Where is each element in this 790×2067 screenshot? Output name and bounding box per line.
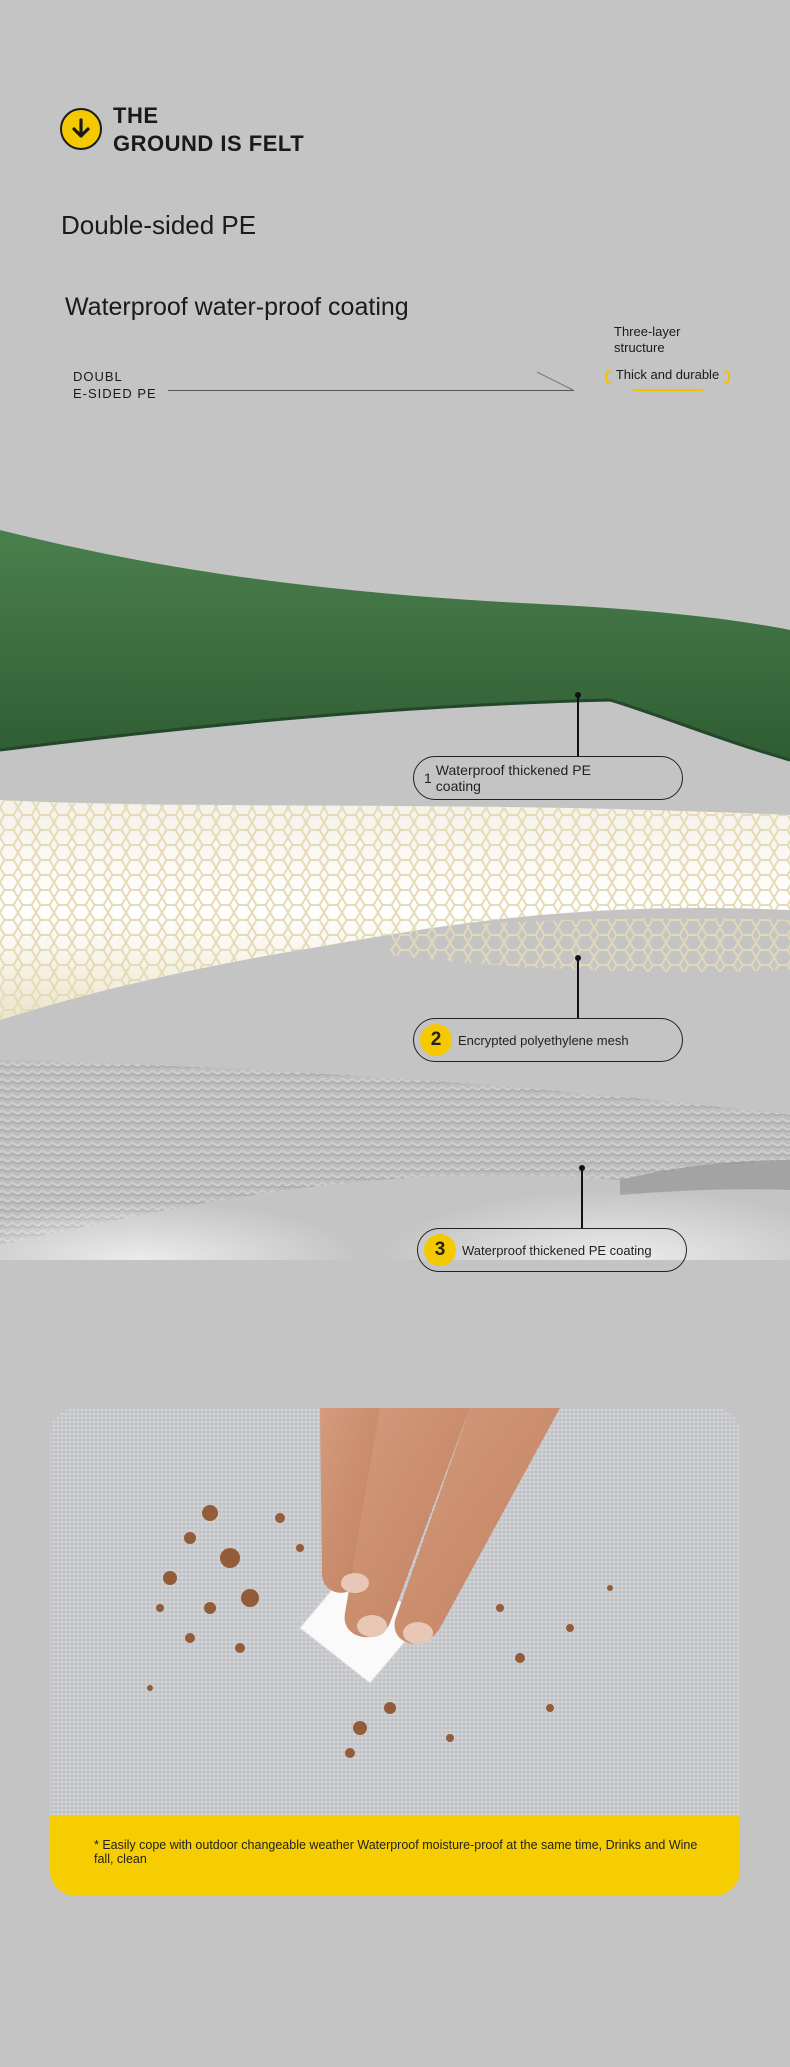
durable-tag: Thick and durable	[605, 364, 730, 388]
structure-line-1: Three-layer	[614, 324, 681, 339]
callout-2: 2 Encrypted polyethylene mesh	[413, 1018, 683, 1062]
callout-1-number: 1	[424, 770, 432, 786]
card-caption-bar: * Easily cope with outdoor changeable we…	[50, 1816, 740, 1896]
title-line-2: GROUND IS FELT	[113, 131, 305, 156]
callout-2-badge: 2	[420, 1024, 452, 1056]
divider-line	[168, 390, 574, 391]
callout-3-line	[581, 1168, 583, 1228]
durable-underline	[633, 389, 703, 391]
side-label-line-2: E-SIDED PE	[73, 386, 157, 401]
arrow-down-circle-icon	[60, 108, 102, 150]
callout-1: 1 Waterproof thickened PE coating	[413, 756, 683, 800]
layers-illustration	[0, 530, 790, 1260]
structure-line-2: structure	[614, 340, 665, 355]
callout-2-line	[577, 958, 579, 1018]
callout-3: 3 Waterproof thickened PE coating	[417, 1228, 687, 1272]
spill-photo-card: * Easily cope with outdoor changeable we…	[50, 1408, 740, 1896]
side-label-line-1: DOUBL	[73, 369, 123, 384]
callout-2-text: Encrypted polyethylene mesh	[458, 1032, 629, 1048]
callout-1-line	[577, 695, 579, 757]
coating-heading: Waterproof water-proof coating	[65, 293, 409, 321]
divider-tick	[536, 371, 574, 391]
card-caption: * Easily cope with outdoor changeable we…	[94, 1838, 698, 1866]
side-label: DOUBL E-SIDED PE	[73, 368, 157, 402]
title-line-1: THE	[113, 103, 159, 128]
structure-label: Three-layer structure	[614, 324, 680, 356]
spill-cleaning-photo	[50, 1408, 740, 1818]
callout-1-text: Waterproof thickened PE coating	[435, 762, 591, 794]
subtitle: Double-sided PE	[61, 210, 257, 240]
page-title: THE GROUND IS FELT	[113, 102, 304, 158]
callout-3-badge: 3	[424, 1234, 456, 1266]
callout-3-text: Waterproof thickened PE coating	[462, 1242, 652, 1258]
